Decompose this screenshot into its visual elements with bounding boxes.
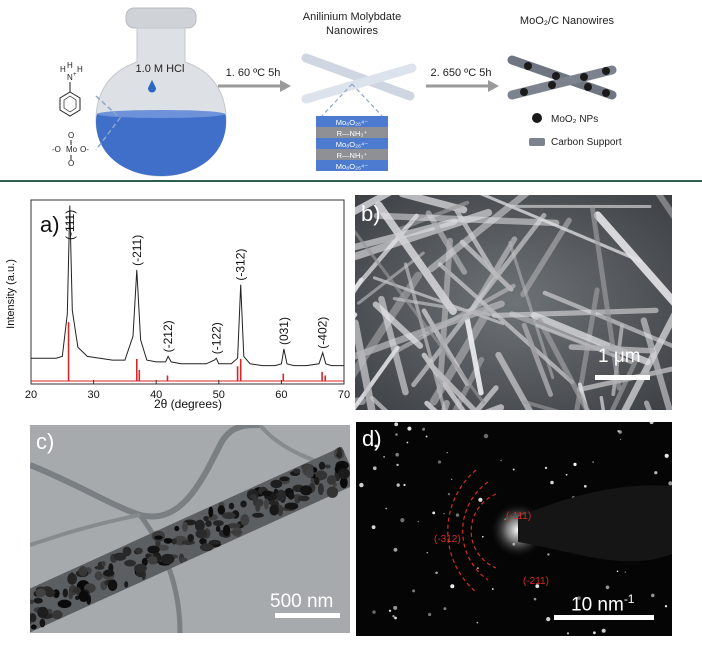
svg-text:Mo₈O₂₆⁴⁻: Mo₈O₂₆⁴⁻	[336, 162, 369, 171]
intermediate-title-line1: Anilinium Molybdate	[303, 11, 401, 23]
ring-211	[462, 481, 489, 581]
beam-stopper	[518, 485, 672, 562]
panel-c-label: c)	[36, 429, 55, 454]
scalebar-b	[595, 375, 650, 380]
scalebar-c-label: 500 nm	[270, 591, 334, 612]
legend-np-label: MoO₂ NPs	[551, 114, 598, 125]
peak-label: (-211)	[130, 235, 144, 266]
scalebar-d-value: 10 nm	[571, 594, 624, 616]
panel-d-label: d)	[362, 426, 382, 451]
peak-label: (031)	[277, 317, 291, 345]
reference-lines	[67, 322, 327, 381]
intermediate-title-line2: Nanowires	[326, 25, 378, 37]
x-ticks: 20 30 40 50 60 70	[25, 380, 350, 401]
y-axis-label: Intensity (a.u.)	[5, 259, 17, 329]
xrd-series-line	[31, 205, 344, 367]
scalebar-d	[554, 615, 654, 620]
x-tick-label: 70	[338, 389, 350, 401]
peak-label: (-212)	[161, 320, 175, 352]
svg-text:H: H	[67, 61, 73, 70]
peak-label: (-402)	[316, 317, 330, 349]
scalebar-d-exponent: -1	[623, 592, 635, 606]
step2-label: 2. 650 ºC 5h	[431, 67, 492, 79]
saed-label-312: (-312)	[434, 534, 461, 545]
x-tick-label: 20	[25, 389, 37, 401]
anilinium-molecule: H N + H H	[59, 61, 83, 117]
xrd-chart: 20 30 40 50 60 70 (-111) (-211) (-212) (-122) (-3…	[5, 199, 350, 411]
svg-text:Mo₈O₂₆⁴⁻: Mo₈O₂₆⁴⁻	[336, 118, 369, 127]
x-axis-label: 2θ (degrees)	[154, 397, 222, 411]
tem-image	[30, 425, 350, 633]
svg-text:Mo: Mo	[66, 145, 78, 154]
svg-text:N: N	[67, 73, 73, 82]
svg-text:H: H	[60, 65, 66, 74]
panel-b: b) 1 μm	[355, 195, 672, 410]
svg-text:O: O	[68, 131, 74, 140]
plot-frame	[30, 199, 345, 385]
section-divider	[0, 180, 702, 182]
support-legend-icon	[529, 138, 545, 146]
panel-a-label: a)	[40, 212, 60, 237]
svg-text:Mo₈O₂₆⁴⁻: Mo₈O₂₆⁴⁻	[336, 140, 369, 149]
panel-a: 20 30 40 50 60 70 (-111) (-211) (-212) (-122) (-3…	[0, 190, 352, 412]
saed-pattern: (-111) (-312) (-211)	[356, 422, 672, 636]
layered-structure: Mo₈O₂₆⁴⁻ R—NH₃⁺ Mo₈O₂₆⁴⁻ R—NH₃⁺ Mo₈O₂₆⁴⁻	[316, 116, 388, 171]
molybdate-molecule: -O Mo O- O O	[52, 131, 89, 168]
peak-labels: (-111) (-211) (-212) (-122) (-312) (031) (-402…	[63, 210, 330, 354]
x-tick-label: 30	[87, 389, 99, 401]
product-nanowires	[507, 55, 617, 100]
svg-text:-O: -O	[52, 145, 61, 154]
svg-text:O-: O-	[80, 145, 89, 154]
panel-b-label: b)	[361, 201, 381, 226]
saed-label-211: (-211)	[523, 576, 549, 587]
peak-label: (-122)	[209, 322, 223, 354]
scheme-graphic: 1.0 M HCl H N + H H -O Mo O- O O 1. 60 º…	[52, 7, 622, 177]
scalebar-b-label: 1 μm	[598, 346, 641, 367]
intermediate-nanowires	[301, 53, 417, 117]
svg-text:H: H	[77, 65, 83, 74]
svg-text:R—NH₃⁺: R—NH₃⁺	[337, 129, 368, 138]
product-title: MoO₂/C Nanowires	[520, 15, 615, 27]
ring-312	[447, 469, 477, 593]
peak-label: (-312)	[234, 249, 248, 281]
sem-image	[355, 195, 672, 410]
synthesis-scheme: 1.0 M HCl H N + H H -O Mo O- O O 1. 60 º…	[0, 0, 702, 180]
np-legend-icon	[532, 113, 542, 123]
panel-c: c) 500 nm	[30, 425, 350, 633]
peak-label: (-111)	[63, 210, 77, 240]
x-tick-label: 50	[213, 389, 225, 401]
svg-text:R—NH₃⁺: R—NH₃⁺	[337, 151, 368, 160]
svg-text:O: O	[68, 159, 74, 168]
flask-icon	[95, 7, 227, 177]
x-tick-label: 60	[275, 389, 287, 401]
x-tick-label: 40	[150, 389, 162, 401]
svg-text:+: +	[73, 72, 77, 78]
legend-support-label: Carbon Support	[551, 137, 622, 148]
zoom-guide	[95, 95, 122, 151]
step1-label: 1. 60 ºC 5h	[226, 67, 281, 79]
scalebar-d-label: 10 nm-1	[571, 592, 634, 616]
flask-label: 1.0 M HCl	[136, 63, 185, 75]
saed-label-111: (-111)	[506, 511, 531, 522]
panel-d: (-111) (-312) (-211) d) 10 nm-1	[356, 422, 672, 636]
scalebar-c	[275, 613, 340, 618]
